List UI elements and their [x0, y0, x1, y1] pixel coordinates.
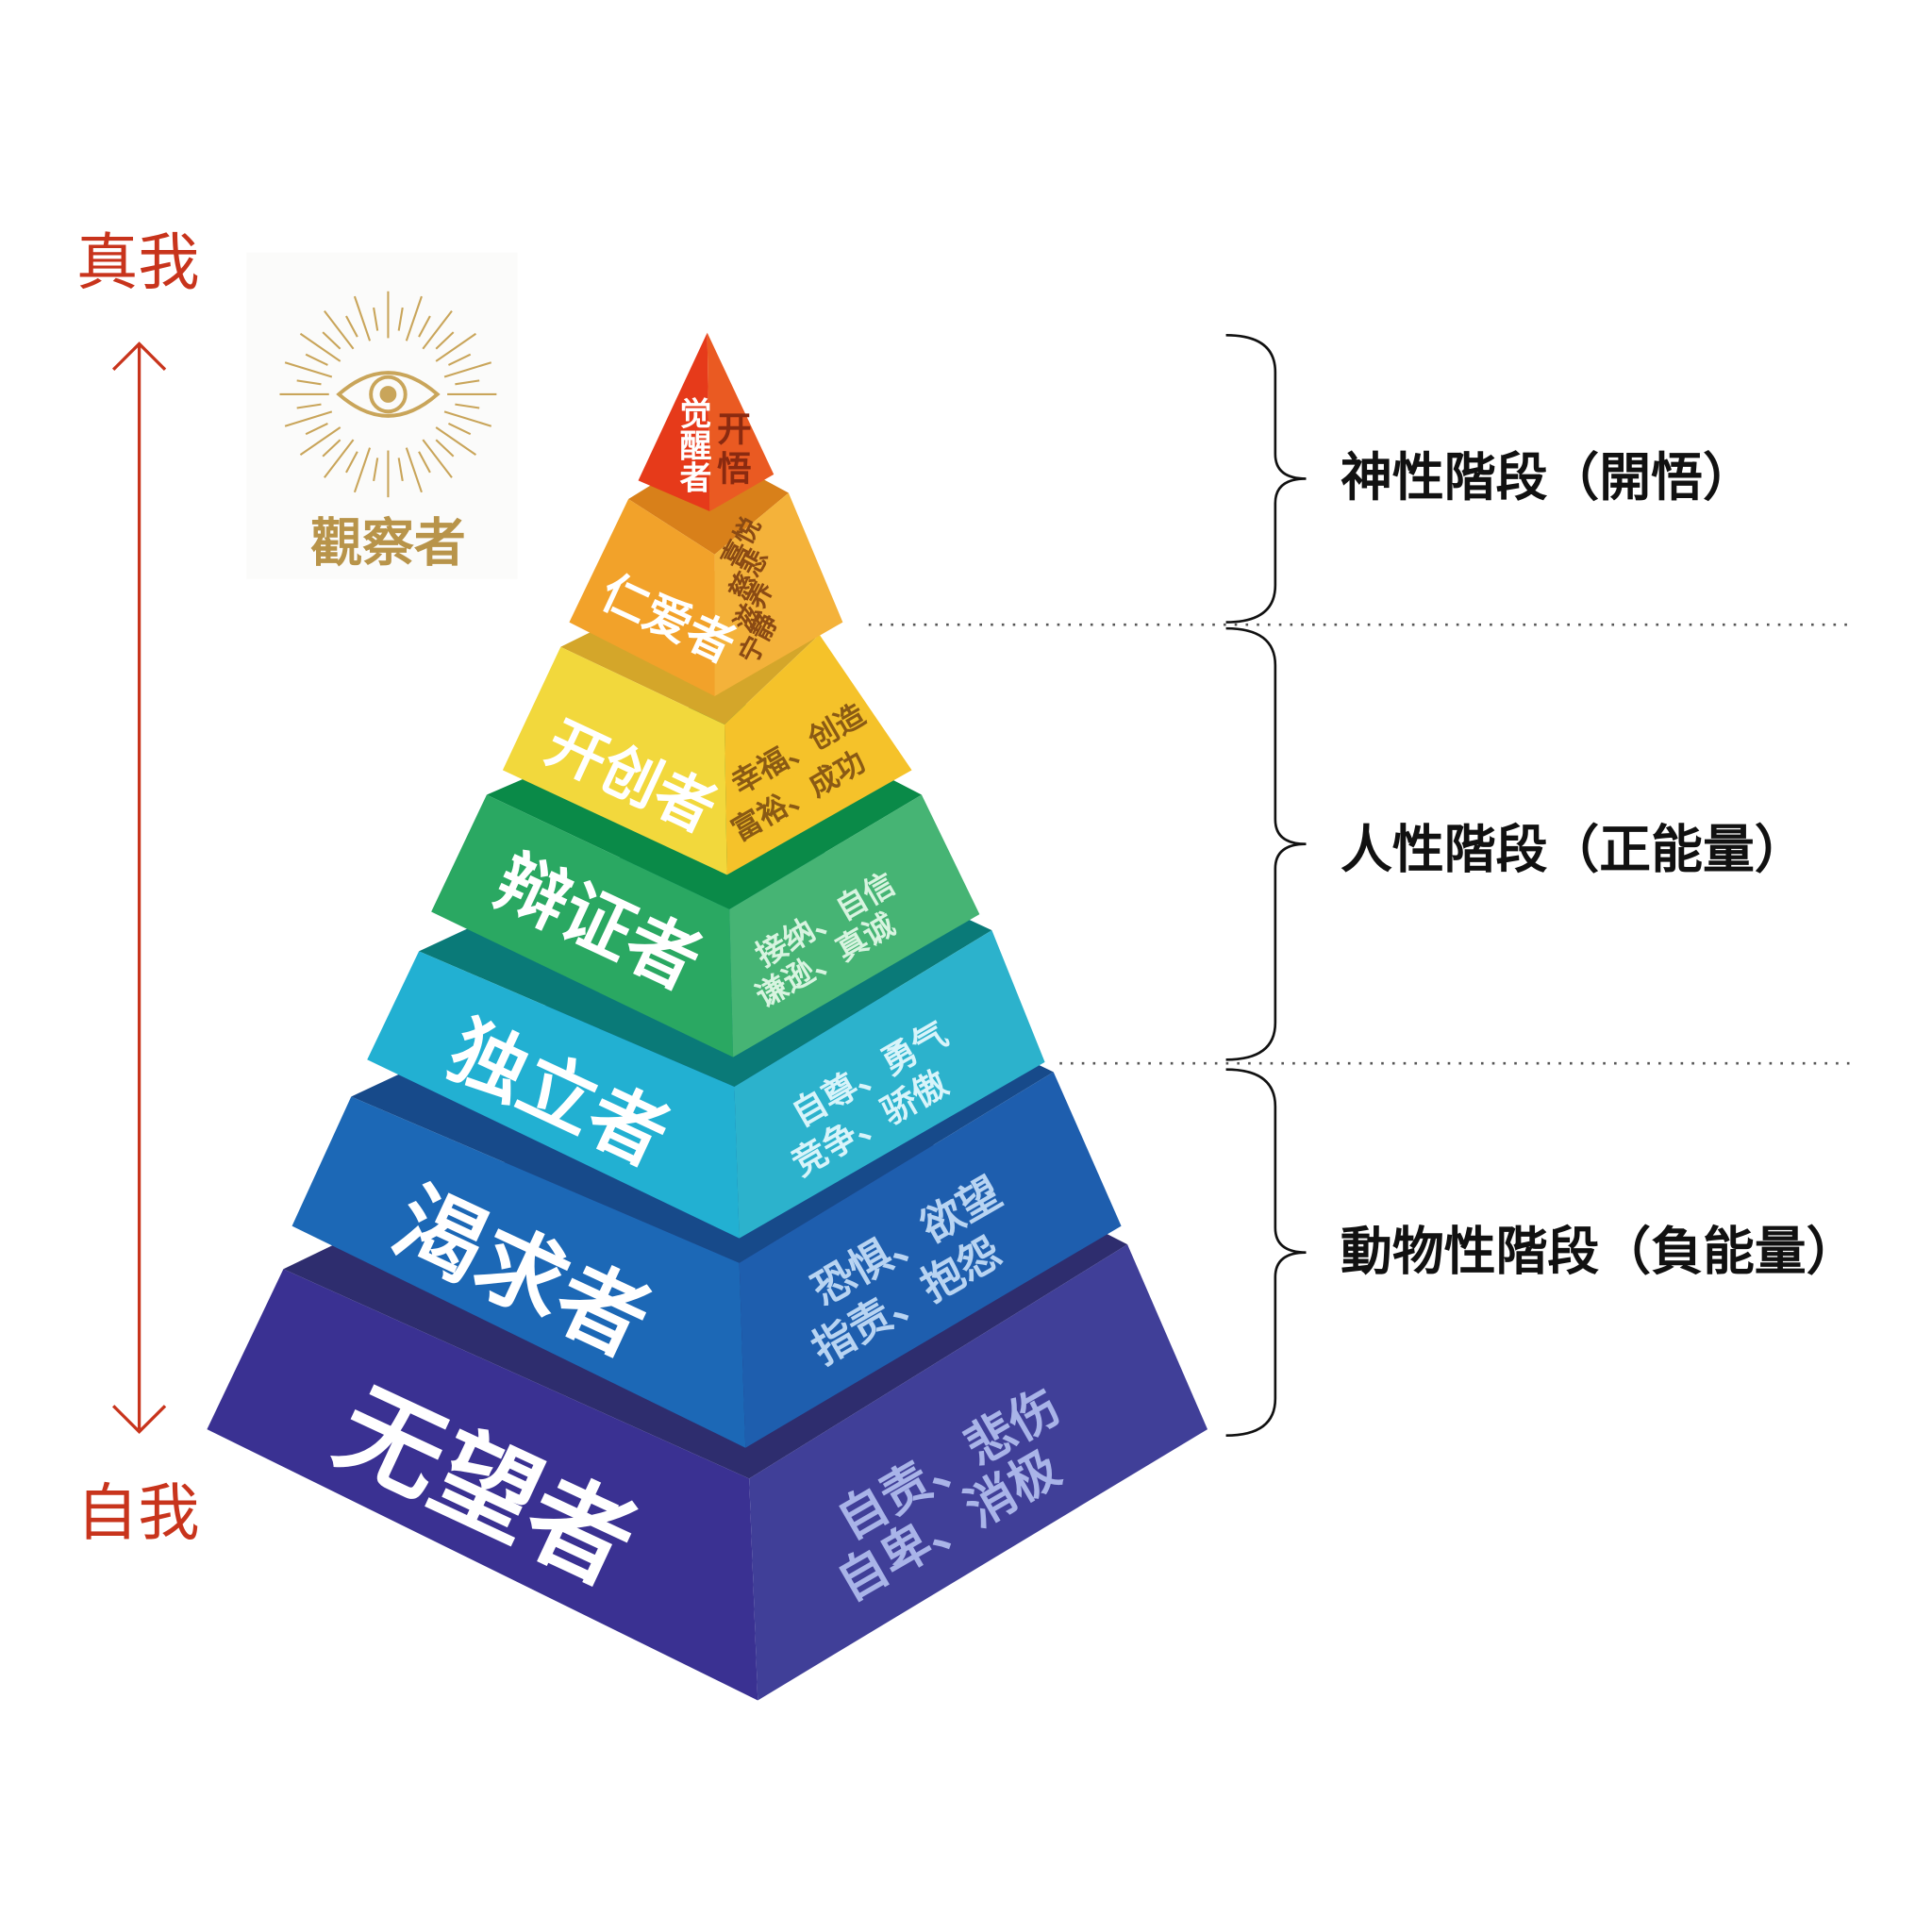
- tier-right-face: [714, 492, 843, 696]
- curly-brace: [1225, 1068, 1307, 1437]
- tier-trait: 悟: [717, 448, 752, 489]
- tier-left-face: [207, 1269, 758, 1701]
- tier-right-face: [749, 1244, 1208, 1701]
- tier-right-face: [734, 930, 1045, 1239]
- double-arrow-icon: [112, 341, 167, 1435]
- tier-right-face: [729, 794, 980, 1058]
- stage-label-divine: 神性階段（開悟）: [1341, 447, 1755, 508]
- curly-brace: [1225, 626, 1307, 1061]
- tier-trait: 开: [717, 409, 752, 450]
- stage-label-human: 人性階段（正能量）: [1341, 820, 1807, 880]
- tier-right-face: [739, 1072, 1122, 1448]
- pyramid: 无望者自责、悲伤自卑、消极渴求者恐惧、欲望指责、抱怨独立者自尊、勇气竞争、骄傲辩…: [207, 332, 1208, 1701]
- tier-left-face: [502, 646, 727, 875]
- observer-label: 觀察者: [310, 512, 466, 573]
- tier-name-1: 觉醒者: [674, 396, 711, 492]
- tier-left-face: [569, 498, 715, 696]
- pyramid-tier: 觉醒者开悟: [638, 332, 774, 512]
- axis-bottom-label: 自我: [76, 1477, 200, 1549]
- tier-right-face: [707, 332, 774, 512]
- eye-icon: [279, 291, 497, 498]
- tier-left-face: [291, 1096, 746, 1448]
- tier-left-face: [638, 332, 710, 512]
- tier-right-face: [724, 634, 912, 875]
- stage-label-animal: 動物性階段（負能量）: [1341, 1221, 1857, 1281]
- curly-brace: [1225, 333, 1307, 624]
- axis-top-label: 真我: [76, 226, 200, 298]
- tier-left-face: [367, 951, 740, 1239]
- tier-left-face: [431, 794, 734, 1058]
